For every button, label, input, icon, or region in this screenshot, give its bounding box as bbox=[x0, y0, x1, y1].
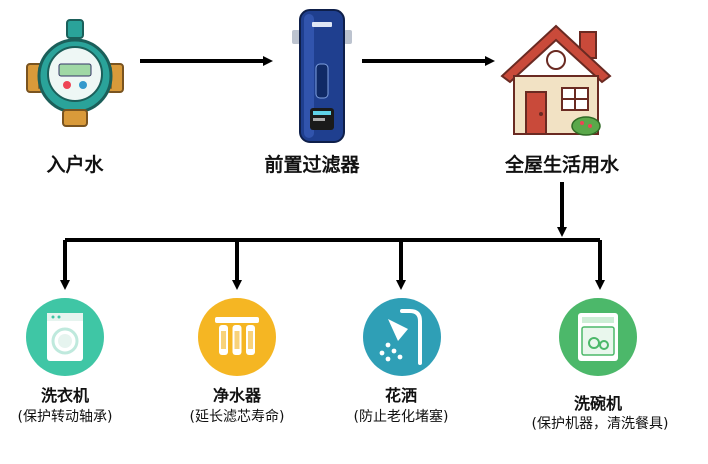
whole-house-water-label: 全屋生活用水 bbox=[504, 154, 619, 176]
washing-machine-icon bbox=[26, 298, 104, 376]
washing-machine-subtitle: (保护转动轴承) bbox=[17, 409, 113, 425]
shower-head-icon bbox=[363, 298, 441, 376]
house-icon bbox=[500, 24, 612, 136]
inlet-water-label: 入户水 bbox=[46, 154, 104, 176]
water-purifier-title: 净水器 bbox=[212, 386, 261, 405]
shower-subtitle: (防止老化堵塞) bbox=[353, 409, 449, 425]
water-purifier-icon bbox=[198, 298, 276, 376]
shower-title: 花洒 bbox=[384, 386, 417, 405]
pre-filter-device-icon bbox=[292, 9, 352, 143]
water-purifier-subtitle: (延长滤芯寿命) bbox=[189, 409, 285, 425]
prefilter-label: 前置过滤器 bbox=[264, 154, 360, 176]
water-meter-icon bbox=[26, 19, 124, 127]
dishwasher-subtitle: (保护机器，清洗餐具) bbox=[531, 416, 669, 432]
dishwasher-icon bbox=[559, 298, 637, 376]
dishwasher-title: 洗碗机 bbox=[573, 394, 622, 413]
washing-machine-title: 洗衣机 bbox=[40, 386, 89, 405]
